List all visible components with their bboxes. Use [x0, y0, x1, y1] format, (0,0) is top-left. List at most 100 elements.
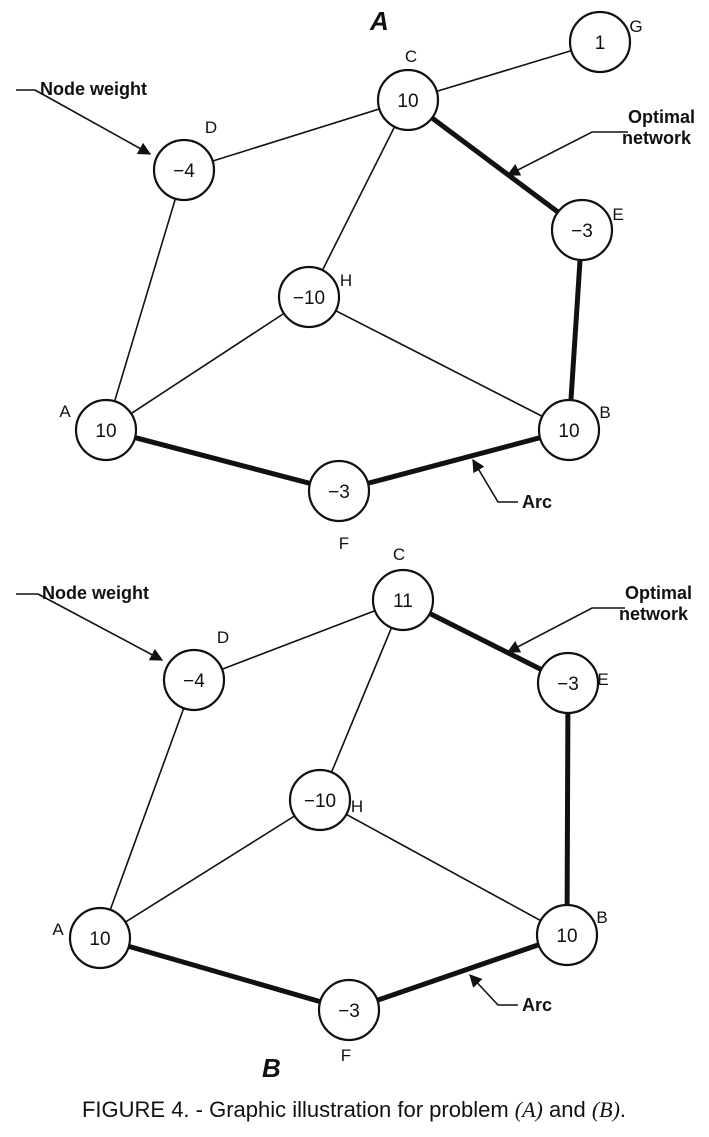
node-d: −4 D: [162, 628, 229, 712]
node-weight-label-a: Node weight: [40, 79, 147, 99]
node-circle: [68, 906, 132, 970]
node-label: C: [393, 545, 405, 564]
node-b: 10 B: [537, 398, 611, 462]
node-label: D: [217, 628, 229, 647]
panel-label-a: A: [369, 6, 389, 36]
node-d: −4 D: [152, 118, 217, 202]
edge-h-a: [105, 296, 310, 431]
node-weight: −3: [338, 1001, 360, 1022]
edge-d-c: [183, 99, 409, 171]
node-circle: [307, 459, 371, 523]
arc-label-b: Arc: [522, 995, 552, 1015]
node-weight: −3: [557, 674, 579, 695]
node-weight: −4: [173, 161, 195, 182]
node-e: −3 E: [536, 651, 609, 715]
node-label: F: [341, 1046, 351, 1065]
panel-label-b: B: [262, 1053, 281, 1083]
node-weight: 10: [558, 421, 579, 442]
node-weight: 10: [397, 91, 418, 112]
node-circle: [288, 768, 352, 832]
edge-h-b: [308, 296, 570, 431]
node-a: 10 A: [52, 906, 132, 970]
node-a: 10 A: [59, 398, 138, 462]
node-label: B: [596, 908, 607, 927]
optimal-label-b-line2: network: [619, 604, 689, 624]
node-weight-callout-b: Node weight: [16, 583, 164, 661]
optimal-label-a-line2: network: [622, 128, 692, 148]
node-c: 10 C: [376, 47, 440, 132]
node-label: F: [339, 534, 349, 553]
node-circle: [371, 568, 435, 632]
edge-c-h: [308, 99, 409, 298]
node-weight: −3: [571, 221, 593, 242]
node-b: 10 B: [535, 903, 608, 967]
caption-middle: and: [543, 1097, 592, 1122]
caption-prefix: FIGURE 4. - Graphic illustration for pro…: [82, 1097, 515, 1122]
edge-e-b-optimal: [566, 227, 585, 433]
node-weight-callout-a: Node weight: [16, 79, 152, 155]
arc-callout-a: Arc: [472, 458, 552, 512]
node-weight: 10: [556, 926, 577, 947]
node-label: H: [351, 797, 363, 816]
edges-a: [103, 41, 601, 494]
caption-part-b: (B): [592, 1097, 620, 1122]
edge-h-b: [319, 799, 568, 936]
node-weight: −10: [304, 791, 336, 812]
node-circle: [535, 903, 599, 967]
node-label: D: [205, 118, 217, 137]
edge-f-b-optimal: [336, 427, 572, 494]
edge-e-b-optimal: [564, 680, 571, 938]
node-circle: [74, 398, 138, 462]
node-circle: [277, 265, 341, 329]
node-label: A: [52, 920, 64, 939]
nodes-b: 11 C −4 D −3 E −10 H 10 A 10 B −3F: [52, 545, 608, 1065]
node-weight: 10: [95, 421, 116, 442]
node-circle: [568, 10, 632, 74]
node-weight-label-b: Node weight: [42, 583, 149, 603]
node-f: −3F: [307, 459, 371, 553]
caption-part-a: (A): [515, 1097, 543, 1122]
node-label: B: [599, 403, 610, 422]
node-circle: [550, 198, 614, 262]
node-label: G: [629, 17, 642, 36]
node-label: E: [612, 205, 623, 224]
figure-caption: FIGURE 4. - Graphic illustration for pro…: [82, 1097, 626, 1122]
node-weight: −3: [328, 482, 350, 503]
node-circle: [536, 651, 600, 715]
node-circle: [162, 648, 226, 712]
node-circle: [376, 68, 440, 132]
node-circle: [152, 138, 216, 202]
optimal-network-callout-b: Optimal network: [506, 583, 692, 653]
edge-a-f-optimal: [97, 935, 352, 1013]
edge-d-a: [105, 169, 185, 431]
node-label: C: [405, 47, 417, 66]
node-label: A: [59, 402, 71, 421]
node-weight: −10: [293, 288, 325, 309]
optimal-label-b-line1: Optimal: [625, 583, 692, 603]
node-circle: [537, 398, 601, 462]
node-h: −10H: [277, 265, 352, 329]
caption-suffix: .: [620, 1097, 626, 1122]
node-c: 11 C: [371, 545, 435, 632]
edge-a-f-optimal: [103, 427, 342, 494]
node-weight: −4: [183, 671, 205, 692]
edge-d-c: [193, 599, 404, 681]
node-label: E: [597, 670, 608, 689]
node-g: 1G: [568, 10, 643, 74]
node-weight: 11: [393, 591, 413, 612]
optimal-network-callout-a: Optimal network: [506, 107, 695, 176]
arc-label-a: Arc: [522, 492, 552, 512]
node-e: −3 E: [550, 198, 624, 262]
node-weight: 1: [595, 33, 606, 54]
edge-h-a: [99, 799, 321, 939]
node-h: −10 H: [288, 768, 363, 832]
edge-d-a: [99, 679, 195, 939]
optimal-label-a-line1: Optimal: [628, 107, 695, 127]
node-f: −3F: [317, 978, 381, 1065]
arc-callout-b: Arc: [469, 974, 552, 1015]
node-weight: 10: [89, 929, 110, 950]
